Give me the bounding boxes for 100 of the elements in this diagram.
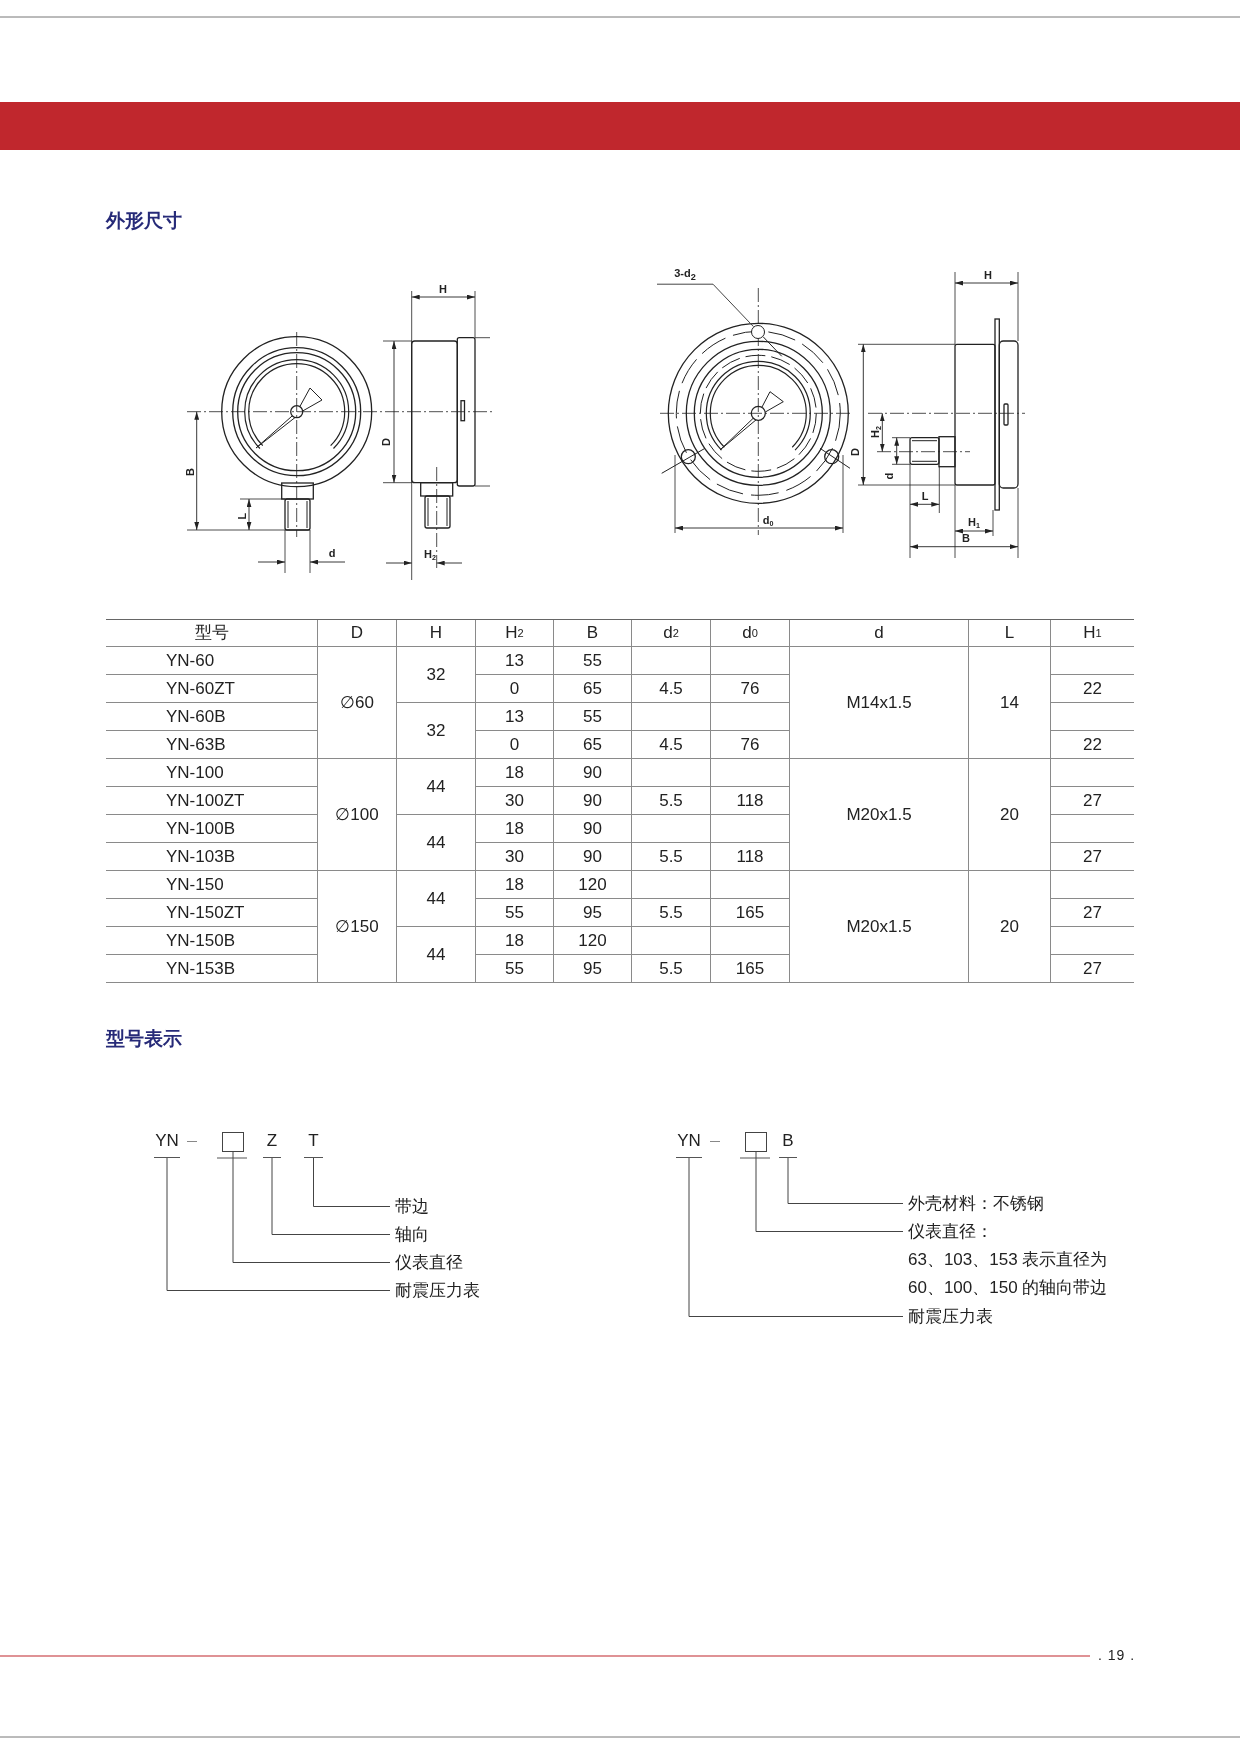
- table-cell: 120: [554, 871, 632, 899]
- table-cell: 44: [397, 927, 476, 983]
- table-cell: 90: [554, 787, 632, 815]
- table-cell: 55: [554, 647, 632, 675]
- table-cell: YN-150ZT: [106, 899, 318, 927]
- dimension-label: d: [327, 547, 337, 559]
- code-description: 仪表直径: [390, 1248, 463, 1277]
- table-cell: 76: [711, 731, 790, 759]
- code-description: 轴向: [390, 1220, 429, 1249]
- model-code-letter: YN: [676, 1131, 702, 1158]
- table-cell: 44: [397, 871, 476, 927]
- table-cell: 90: [554, 815, 632, 843]
- dimension-label: L: [920, 490, 930, 502]
- dimension-label: d$_{0}$: [761, 514, 775, 526]
- section-heading: 型号表示: [106, 1027, 182, 1051]
- table-cell: YN-60ZT: [106, 675, 318, 703]
- table-cell: 65: [554, 675, 632, 703]
- table-cell: 32: [397, 647, 476, 703]
- table-cell: 18: [476, 759, 554, 787]
- code-description: 63、103、153 表示直径为: [908, 1248, 1108, 1271]
- table-cell: 90: [554, 843, 632, 871]
- table-cell: 14: [969, 647, 1051, 759]
- table-cell: 0: [476, 731, 554, 759]
- table-cell: ∅100: [318, 759, 397, 871]
- table-cell: 95: [554, 955, 632, 983]
- table-cell: 5.5: [632, 787, 711, 815]
- dimension-label: H: [438, 283, 448, 295]
- leader-line: [271, 1157, 391, 1235]
- table-cell: 13: [476, 647, 554, 675]
- table-cell: YN-100: [106, 759, 318, 787]
- leader-line: [232, 1151, 391, 1263]
- section-heading: 外形尺寸: [106, 209, 182, 233]
- model-code-letter: T: [304, 1131, 323, 1158]
- table-cell: YN-100ZT: [106, 787, 318, 815]
- table-cell: 30: [476, 843, 554, 871]
- leader-line: [787, 1157, 904, 1204]
- table-cell: 5.5: [632, 843, 711, 871]
- leader-line: [656, 283, 754, 328]
- table-cell: 22: [1051, 731, 1134, 759]
- table-cell: 27: [1051, 787, 1134, 815]
- code-placeholder-box: [745, 1132, 767, 1152]
- table-cell: 118: [711, 787, 790, 815]
- table-cell: 120: [554, 927, 632, 955]
- table-cell: 55: [476, 899, 554, 927]
- table-cell: YN-63B: [106, 731, 318, 759]
- table-cell: YN-103B: [106, 843, 318, 871]
- table-cell: 20: [969, 759, 1051, 871]
- dimension-label: D: [849, 447, 861, 458]
- table-cell: YN-100B: [106, 815, 318, 843]
- table-cell: YN-60: [106, 647, 318, 675]
- table-cell: YN-150: [106, 871, 318, 899]
- table-cell: 118: [711, 843, 790, 871]
- table-cell: 44: [397, 759, 476, 815]
- table-cell: ∅150: [318, 871, 397, 983]
- table-cell: 65: [554, 731, 632, 759]
- table-cell: YN-153B: [106, 955, 318, 983]
- dimension-label: H: [983, 269, 993, 281]
- code-description: 带边: [390, 1192, 429, 1221]
- table-cell: 76: [711, 675, 790, 703]
- dimension-label: L: [236, 511, 248, 522]
- table-cell: 27: [1051, 955, 1134, 983]
- table-cell: 22: [1051, 675, 1134, 703]
- table-cell: M20x1.5: [790, 871, 969, 983]
- table-cell: 165: [711, 955, 790, 983]
- mounting-hole: [751, 324, 766, 339]
- table-cell: YN-150B: [106, 927, 318, 955]
- table-cell: 27: [1051, 899, 1134, 927]
- leader-line: [688, 1157, 904, 1317]
- leader-line: [166, 1157, 391, 1291]
- dimension-label: d: [883, 471, 895, 482]
- table-cell: ∅60: [318, 647, 397, 759]
- table-cell: 30: [476, 787, 554, 815]
- table-cell: 20: [969, 871, 1051, 983]
- code-description: 耐震压力表: [903, 1302, 993, 1331]
- table-cell: 13: [476, 703, 554, 731]
- code-description: 外壳材料：不锈钢: [903, 1189, 1044, 1218]
- dimension-label: H$_{2}$: [423, 548, 437, 560]
- code-description: 仪表直径：: [908, 1220, 994, 1243]
- table-cell: 55: [476, 955, 554, 983]
- table-cell: M20x1.5: [790, 759, 969, 871]
- table-cell: 18: [476, 815, 554, 843]
- model-code-letter: B: [779, 1131, 797, 1158]
- dimension-label: 3-d$_{2}$: [657, 267, 713, 285]
- table-cell: YN-60B: [106, 703, 318, 731]
- table-cell: 18: [476, 927, 554, 955]
- dimension-label: B: [961, 532, 971, 544]
- table-cell: 18: [476, 871, 554, 899]
- table-cell: 5.5: [632, 899, 711, 927]
- table-cell: 32: [397, 703, 476, 759]
- code-placeholder-box: [222, 1132, 244, 1152]
- model-code-letter: Z: [263, 1131, 281, 1158]
- table-cell: 4.5: [632, 675, 711, 703]
- table-cell: 44: [397, 815, 476, 871]
- table-cell: 0: [476, 675, 554, 703]
- table-cell: 90: [554, 759, 632, 787]
- table-cell: 95: [554, 899, 632, 927]
- table-cell: 5.5: [632, 955, 711, 983]
- table-cell: M14x1.5: [790, 647, 969, 759]
- model-code-letter: YN: [154, 1131, 180, 1158]
- table-cell: 4.5: [632, 731, 711, 759]
